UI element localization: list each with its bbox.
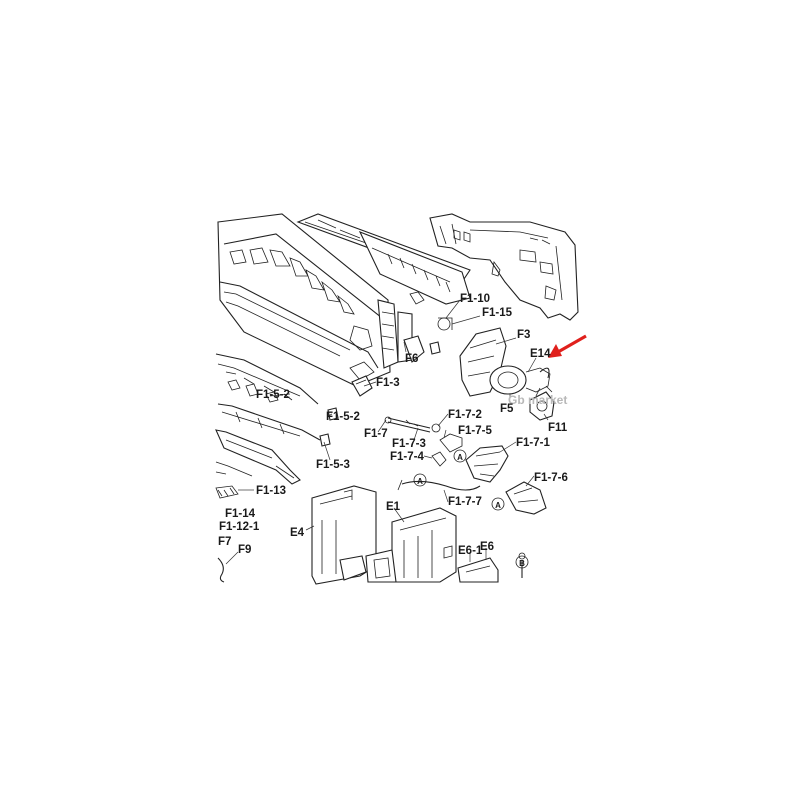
small-clips (319, 317, 453, 447)
front-panel (296, 213, 471, 305)
connector-marker: B (515, 555, 529, 569)
pcb-box (365, 507, 457, 583)
motor-bracket (529, 385, 555, 421)
label-E6: E6 (480, 541, 494, 553)
label-F1-7-1: F1-7-1 (516, 437, 550, 449)
label-F1-3: F1-3 (376, 377, 400, 389)
terminal-cover (457, 557, 499, 583)
connector-marker: A (453, 449, 467, 463)
connector-marker: A (491, 497, 505, 511)
leader-lines (225, 299, 549, 565)
label-F1-7-3: F1-7-3 (392, 438, 426, 450)
svg-text:B: B (519, 559, 525, 568)
label-F1-10: F1-10 (460, 293, 490, 305)
label-F1-7-2: F1-7-2 (448, 409, 482, 421)
part-labels: F1-10 F1-15 F3 F6 E14 F1-3 F1-5-2 F1-5-2… (218, 293, 568, 557)
label-F1-5-2: F1-5-2 (256, 389, 290, 401)
electrical-box-frame (311, 485, 377, 585)
label-F1-7-7: F1-7-7 (448, 496, 482, 508)
label-F9: F9 (238, 544, 251, 556)
cable (397, 479, 481, 491)
label-E6-1: E6-1 (458, 545, 483, 557)
label-F1-12-1: F1-12-1 (219, 521, 260, 533)
fan-shaft (384, 416, 441, 433)
back-chassis (429, 213, 579, 321)
fan-housing (459, 327, 551, 397)
connector-markers: A A A B (413, 449, 529, 569)
label-F1-5-2: F1-5-2 (326, 411, 360, 423)
label-F1-7-6: F1-7-6 (534, 472, 568, 484)
svg-text:A: A (495, 501, 501, 510)
label-E4: E4 (290, 527, 305, 539)
connector-marker: A (413, 473, 427, 487)
label-F6: F6 (405, 353, 418, 365)
label-F1-7: F1-7 (364, 428, 388, 440)
wiring-parts (215, 485, 526, 583)
label-F1-5-3: F1-5-3 (316, 459, 350, 471)
louvre-assembly (215, 353, 321, 485)
highlight-arrow (548, 334, 587, 358)
label-F5: F5 (500, 403, 514, 415)
label-F1-13: F1-13 (256, 485, 286, 497)
watermark: Gb market (508, 393, 567, 407)
label-F7: F7 (218, 536, 231, 548)
label-F1-15: F1-15 (482, 307, 513, 319)
label-F1-7-4: F1-7-4 (390, 451, 424, 463)
label-F11: F11 (548, 422, 568, 434)
label-E1: E1 (386, 501, 401, 513)
label-F3: F3 (517, 329, 530, 341)
label-E14: E14 (530, 348, 551, 360)
svg-text:A: A (417, 477, 423, 486)
svg-text:A: A (457, 453, 463, 462)
motor-cover (431, 433, 509, 483)
side-cover (505, 481, 547, 515)
label-F1-7-5: F1-7-5 (458, 425, 492, 437)
label-F1-14: F1-14 (225, 508, 256, 520)
main-unit-body (217, 213, 425, 387)
